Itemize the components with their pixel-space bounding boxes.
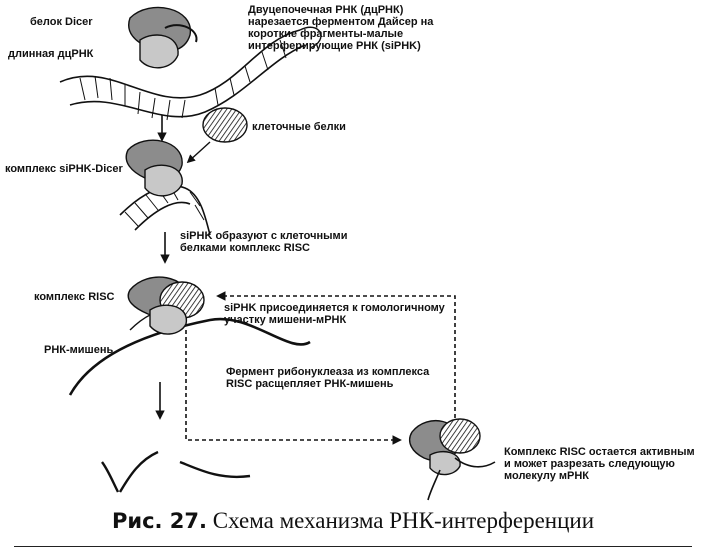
figure-caption: Рис. 27. Схема механизма РНК-интерференц… <box>0 508 706 534</box>
risc-formation-line: белками комплекс RISC <box>180 242 310 254</box>
label-cellular-proteins: клеточные белки <box>252 121 346 133</box>
dsrna-desc-line: короткие фрагменты-малые <box>248 28 404 40</box>
ribonuclease-line: RISC расщепляет РНК-мишень <box>226 378 394 390</box>
dsrna-desc-line: нарезается ферментом Дайсер на <box>248 16 434 28</box>
label-target-rna: РНК-мишень <box>44 344 114 356</box>
label-sirna-binds: siPHK присоединяется к гомологичному уча… <box>224 302 445 326</box>
label-risc-formation: siPHK образуют с клеточными белками комп… <box>180 230 347 254</box>
risc-complex-2 <box>408 418 496 501</box>
label-sirna-dicer-complex: комплекс siPHK-Dicer <box>5 163 123 175</box>
cellular-protein-1 <box>202 107 248 143</box>
ribonuclease-line: Фермент рибонуклеаза из комплекса <box>226 366 430 378</box>
label-risc-active: Комплекс RISC остается активным и может … <box>504 446 695 482</box>
sirna-binds-line: siPHK присоединяется к гомологичному <box>224 302 445 314</box>
label-dsrna-description: Двуцепочечная РНК (дцРНК) нарезается фер… <box>248 4 433 52</box>
label-risc-complex: комплекс RISC <box>34 291 115 303</box>
risc-complex-1 <box>127 276 205 335</box>
risc-active-line: Комплекс RISC остается активным <box>504 446 695 458</box>
risc-formation-line: siPHK образуют с клеточными <box>180 230 348 242</box>
sirna-binds-line: участку мишени-мРНК <box>224 314 347 326</box>
cleaved-rna-fragments <box>101 450 251 493</box>
caption-number: Рис. 27. <box>111 509 208 533</box>
dsrna-desc-line: Двуцепочечная РНК (дцРНК) <box>248 4 404 16</box>
dicer-protein-1 <box>128 6 198 69</box>
risc-active-line: молекулу мРНК <box>504 470 590 482</box>
risc-active-line: и может разрезать следующую <box>504 458 675 470</box>
recycle-dashed-path <box>185 291 456 445</box>
label-long-dsrna: длинная дцРНК <box>8 48 94 60</box>
dicer-protein-2 <box>125 139 183 197</box>
label-dicer-protein: белок Dicer <box>30 16 93 28</box>
label-ribonuclease-cleaves: Фермент рибонуклеаза из комплекса RISC р… <box>226 366 429 390</box>
caption-rule <box>14 546 692 547</box>
dsrna-desc-line: интерферирующие РНК (siPHK) <box>248 40 421 52</box>
arrow-cellular-proteins <box>186 141 211 164</box>
caption-text: Схема механизма РНК-интерференции <box>212 508 595 533</box>
long-dsrna-helix <box>59 26 322 121</box>
